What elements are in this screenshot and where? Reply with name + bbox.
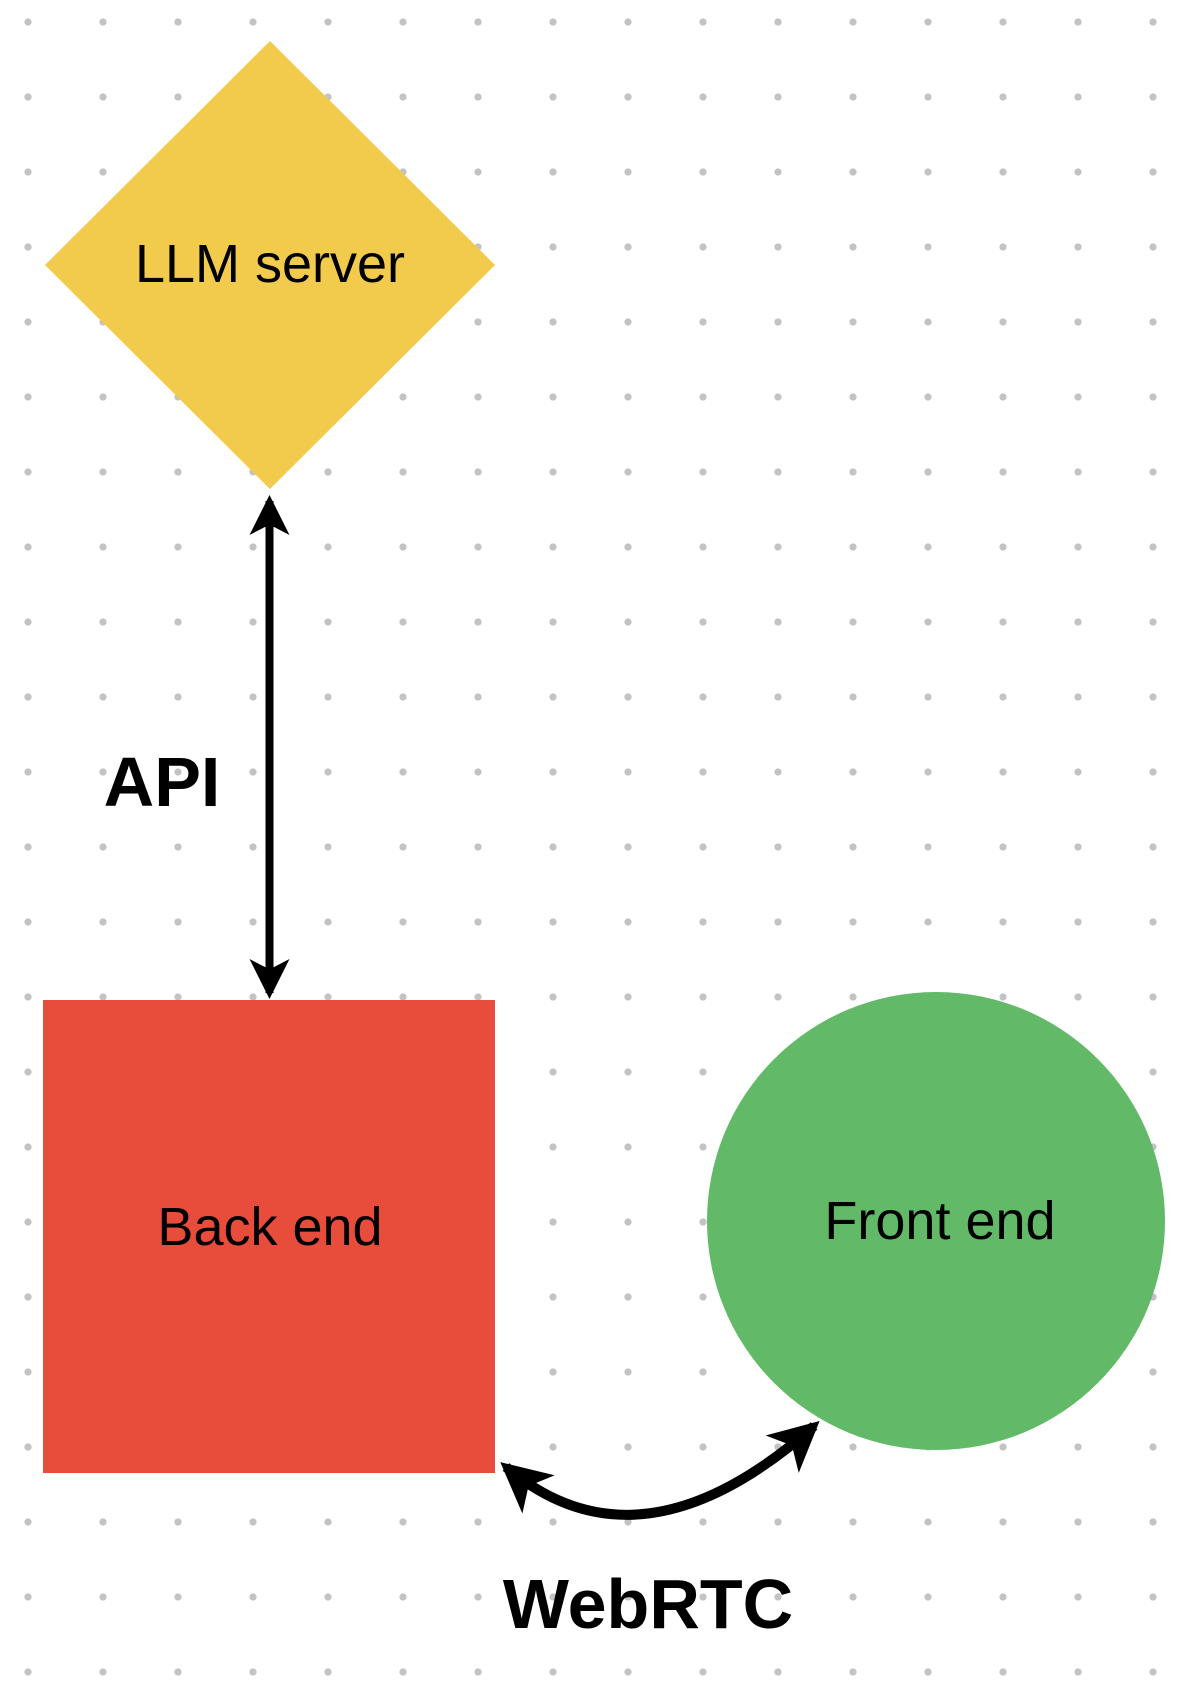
api-label: API [103, 743, 221, 821]
llm-server-label: LLM server [134, 234, 406, 294]
back-end-node[interactable] [43, 1000, 495, 1473]
webrtc-label: WebRTC [502, 1565, 794, 1643]
llm-server-node[interactable] [45, 41, 495, 489]
front-end-node[interactable] [707, 992, 1165, 1450]
back-end-label: Back end [157, 1197, 383, 1257]
front-end-label: Front end [824, 1191, 1056, 1251]
webrtc-arrow[interactable] [500, 1421, 820, 1520]
